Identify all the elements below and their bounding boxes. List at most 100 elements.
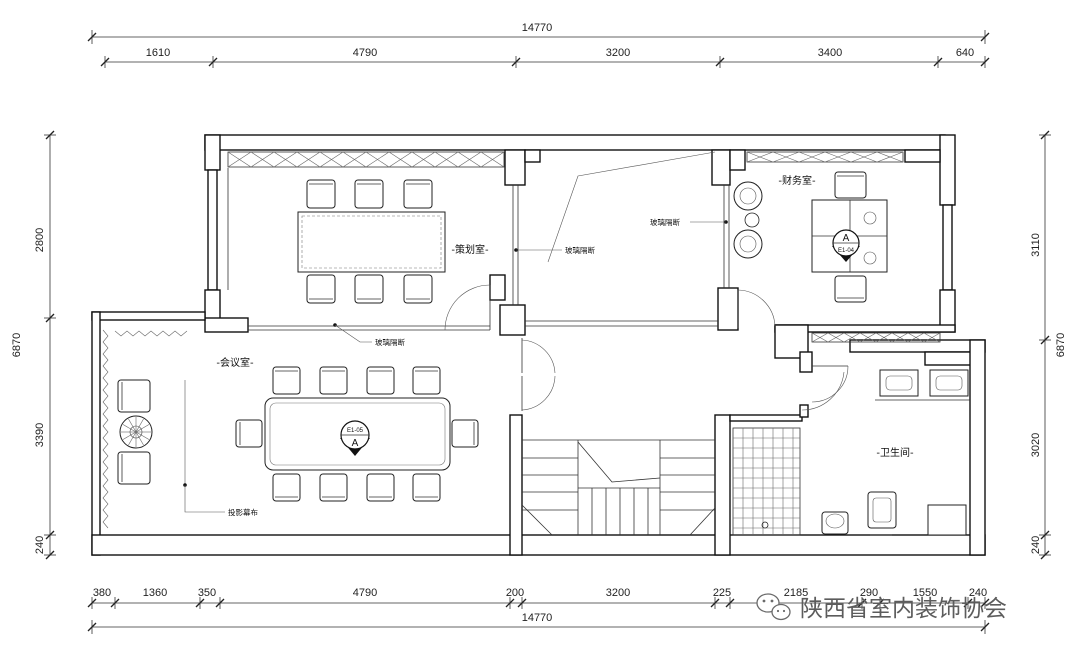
wall-layer [91, 134, 986, 556]
stair-break-line [521, 504, 553, 536]
dim-tick [933, 57, 943, 67]
dim-tick [857, 598, 867, 608]
window-curtain [746, 151, 904, 163]
round-table-pattern [135, 418, 144, 433]
dim-bottom-segment: 380 [93, 587, 111, 599]
room-label-finance: -财务室- [778, 174, 816, 187]
dim-tick [1040, 530, 1050, 540]
room-label-planning: -策划室- [451, 243, 489, 256]
chair [366, 473, 395, 502]
shower-area [732, 427, 801, 536]
dim-left-segment: 3390 [34, 423, 46, 447]
dim-tick [511, 57, 521, 67]
column [799, 404, 809, 418]
urinal-inner [872, 497, 892, 523]
dim-left-segment: 2800 [34, 228, 46, 252]
round-table-pattern [129, 425, 143, 439]
wechat-eye [762, 599, 766, 603]
dim-bottom-segment: 4790 [353, 587, 377, 599]
leader-line [184, 485, 225, 513]
round-table-pattern [122, 424, 137, 433]
dim-left-segment: 240 [34, 536, 46, 554]
chair [412, 473, 441, 502]
watermark: 陕西省室内装饰协会 [756, 593, 1007, 622]
elevation-index-tag: A E1-04 [832, 229, 860, 262]
chair [306, 274, 336, 304]
door-swing-arc [737, 289, 776, 327]
bottom-wall [91, 534, 986, 556]
dim-tick [215, 598, 225, 608]
dim-top-segment: 3400 [818, 47, 842, 59]
window-curtain-hatch [850, 151, 878, 163]
stair-break-line [689, 507, 716, 536]
bathroom-left-wall [714, 414, 731, 556]
door-layer [444, 284, 849, 411]
window-curtain-hatch [824, 151, 852, 163]
column [489, 274, 506, 301]
window-curtain-hatch [875, 332, 893, 343]
annotation-layer: 玻璃隔断 玻璃隔断 玻璃隔断 投影幕布 -策划室- -会议室- -财务室- -卫… [183, 174, 914, 517]
mop-sink [927, 504, 967, 536]
tag-code: E1-04 [838, 248, 855, 254]
projection-screen-label: 投影幕布 [228, 507, 258, 517]
dim-tick [87, 598, 97, 608]
dim-bottom-segment: 290 [860, 587, 878, 599]
dim-tick [980, 622, 990, 632]
chair [272, 473, 301, 502]
dim-bottom-segment: 1550 [913, 587, 937, 599]
monitor [863, 211, 877, 225]
chair [117, 451, 151, 485]
dim-bottom-segment: 2185 [784, 587, 808, 599]
column [717, 287, 739, 331]
chair [319, 473, 348, 502]
dim-tick [45, 530, 55, 540]
dim-tick [1040, 550, 1050, 560]
wechat-bubble-small [771, 603, 791, 621]
window-curtain-hatch [811, 332, 829, 343]
round-table-pattern [135, 431, 144, 446]
dim-tick [710, 598, 720, 608]
round-table-pattern [122, 431, 137, 440]
dim-top-segment: 1610 [146, 47, 170, 59]
curtain [102, 329, 109, 529]
chair [319, 366, 348, 395]
window-curtain-hatch [227, 151, 252, 168]
elevation-index-tag: E1-05 A [340, 420, 370, 456]
lounge-chair [733, 181, 763, 211]
dim-bottom-segment: 350 [198, 587, 216, 599]
wechat-eye [776, 609, 780, 613]
dim-tick [980, 598, 990, 608]
window-curtain-hatch [457, 151, 482, 168]
window-curtain-hatch [876, 151, 904, 163]
window-curtain-hatch [859, 332, 877, 343]
round-table-pattern [135, 424, 150, 433]
dim-tick [87, 32, 97, 42]
window-curtain-hatch [891, 332, 909, 343]
dim-top-segment: 640 [956, 47, 974, 59]
toilet [821, 511, 849, 535]
door-swing-arc [444, 284, 491, 331]
window-curtain-hatch [827, 332, 845, 343]
lounge-chair-seat [739, 235, 757, 253]
lounge-chair [733, 229, 763, 259]
chair [834, 275, 867, 303]
window-curtain-hatch [319, 151, 344, 168]
chair [403, 179, 433, 209]
dim-right-total: 6870 [1055, 333, 1067, 357]
window-curtain-hatch [411, 151, 436, 168]
wechat-eye [782, 609, 786, 613]
meeting-room-top-wall [91, 311, 206, 321]
chair [354, 274, 384, 304]
leader-line [334, 324, 372, 343]
window-curtain-hatch [923, 332, 941, 343]
dimension-layer: 14770 1610 4790 3200 3400 640 380 1360 3… [11, 22, 1067, 634]
left-upper-window [207, 169, 218, 291]
partition-layer [184, 151, 970, 485]
dim-top-total: 14770 [522, 22, 553, 34]
window-curtain-hatch [296, 151, 321, 168]
window-curtain-hatch [250, 151, 275, 168]
window-curtain-hatch [434, 151, 459, 168]
dim-right-segment: 3110 [1030, 233, 1042, 257]
dim-tick [980, 32, 990, 42]
meeting-room-left-wall [91, 311, 101, 556]
